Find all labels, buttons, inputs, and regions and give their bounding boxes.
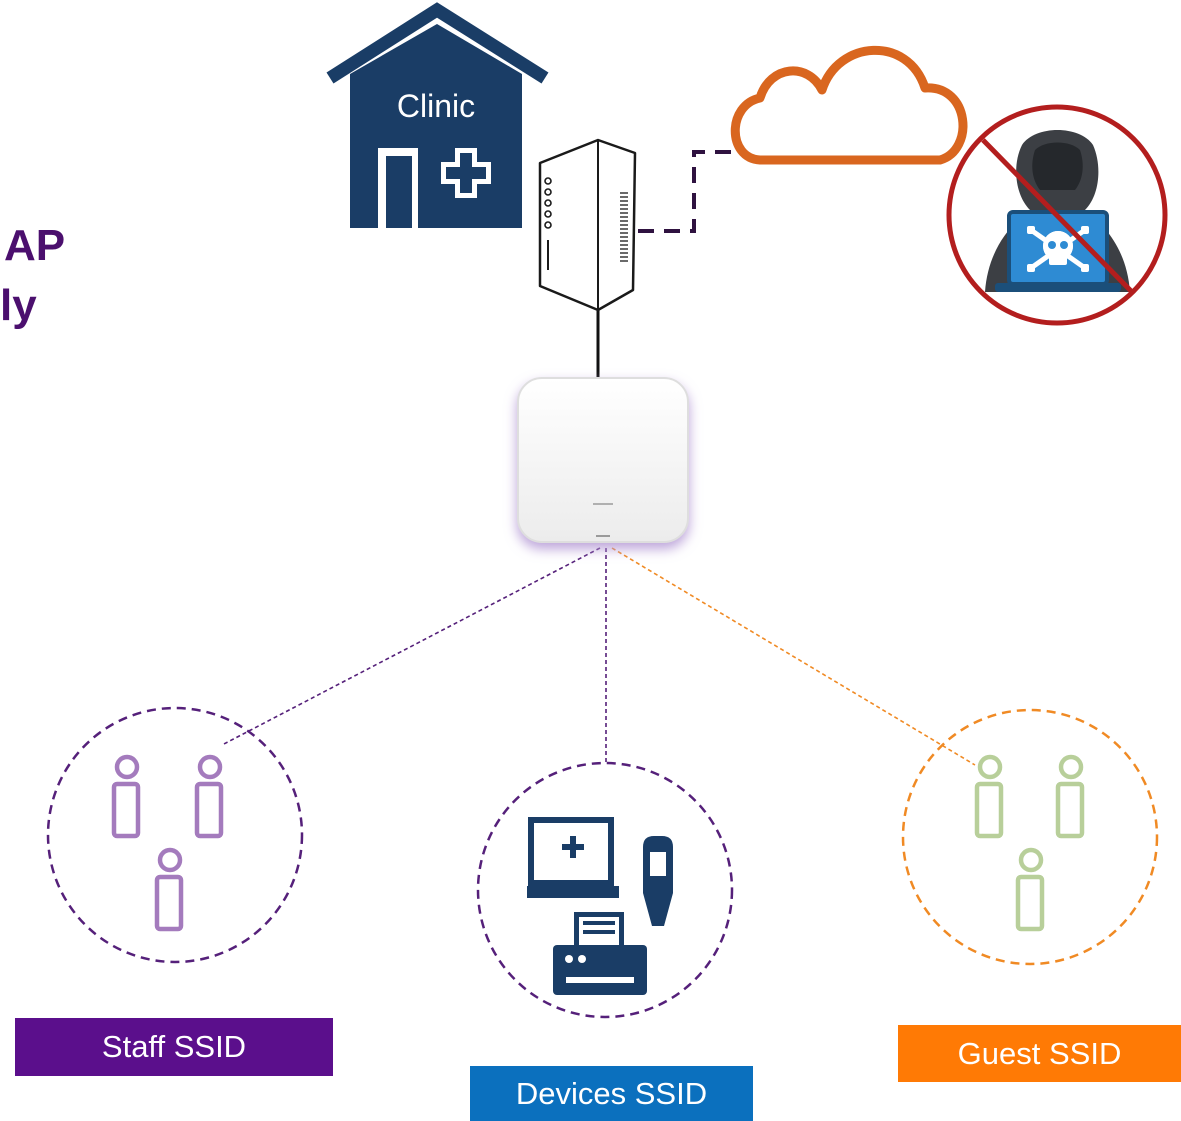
- scanner-icon: [643, 836, 673, 926]
- devices-group: [476, 761, 734, 1019]
- guest-ssid-label: Guest SSID: [898, 1025, 1181, 1082]
- person-icon: [154, 847, 184, 932]
- clinic-label: Clinic: [397, 88, 475, 124]
- person-icon: [1055, 754, 1085, 839]
- guest-ssid-text: Guest SSID: [957, 1035, 1122, 1071]
- staff-ssid-label: Staff SSID: [15, 1018, 333, 1076]
- person-icon: [974, 754, 1004, 839]
- person-icon: [194, 754, 224, 839]
- heading-line-2: ly: [0, 281, 37, 330]
- links: [221, 150, 976, 766]
- access-point-icon: [517, 377, 689, 543]
- monitor-icon: [527, 817, 619, 898]
- heading-line-1: AP: [4, 221, 66, 270]
- ap-guest-link: [611, 547, 976, 766]
- guest-group: [901, 708, 1159, 966]
- ap-staff-link: [221, 547, 601, 746]
- devices-ssid-text: Devices SSID: [515, 1075, 708, 1111]
- router-cloud-link: [638, 150, 750, 233]
- person-icon: [1015, 847, 1045, 932]
- staff-ssid-text: Staff SSID: [101, 1029, 247, 1064]
- clinic-icon: [326, 2, 549, 228]
- devices-ssid-label: Devices SSID: [470, 1066, 753, 1121]
- hacker-blocked-icon: [946, 104, 1168, 326]
- router-icon: [538, 138, 637, 312]
- person-icon: [111, 754, 141, 839]
- cloud-icon: [730, 45, 968, 165]
- staff-group: [46, 706, 304, 964]
- printer-icon: [553, 912, 647, 995]
